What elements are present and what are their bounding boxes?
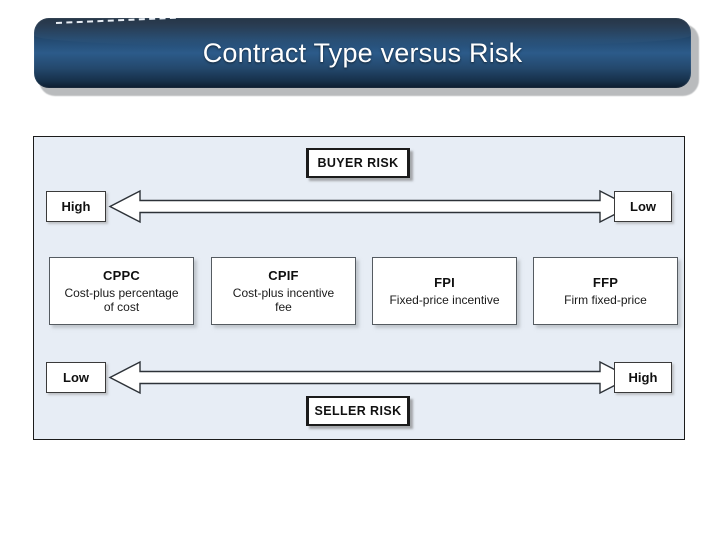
buyer-risk-badge: BUYER RISK bbox=[306, 148, 410, 178]
contract-type-code: CPPC bbox=[103, 267, 140, 283]
bottom-axis-right-label: High bbox=[614, 362, 672, 393]
buyer-risk-double-arrow bbox=[108, 189, 632, 224]
contract-type-desc-line2: of cost bbox=[103, 300, 140, 314]
buyer-risk-label: BUYER RISK bbox=[317, 156, 399, 170]
slide-title-banner: Contract Type versus Risk bbox=[34, 18, 699, 96]
seller-risk-badge: SELLER RISK bbox=[306, 396, 410, 426]
seller-risk-badge-inner: SELLER RISK bbox=[309, 398, 407, 424]
contract-type-desc-line1: Cost-plus percentage bbox=[64, 285, 179, 300]
contract-type-box-fpi[interactable]: FPI Fixed-price incentive bbox=[372, 257, 517, 325]
top-axis-left-label-text: High bbox=[61, 199, 91, 214]
contract-type-box-cpif[interactable]: CPIF Cost-plus incentive fee bbox=[211, 257, 356, 325]
page-title: Contract Type versus Risk bbox=[202, 37, 523, 68]
contract-type-code: FFP bbox=[592, 274, 619, 290]
contract-type-box-cppc[interactable]: CPPC Cost-plus percentage of cost bbox=[49, 257, 194, 325]
buyer-risk-badge-inner: BUYER RISK bbox=[309, 150, 407, 176]
contract-risk-diagram-panel: BUYER RISK High Low CPPC Cost-plus perce… bbox=[33, 136, 685, 440]
contract-type-desc-line1: Fixed-price incentive bbox=[389, 292, 500, 307]
contract-type-code: FPI bbox=[434, 274, 455, 290]
bottom-axis-right-label-text: High bbox=[628, 370, 658, 385]
bottom-axis-left-label-text: Low bbox=[63, 370, 89, 385]
bottom-axis-left-label: Low bbox=[46, 362, 106, 393]
contract-type-desc-line2: fee bbox=[275, 300, 292, 314]
contract-type-box-ffp[interactable]: FFP Firm fixed-price bbox=[533, 257, 678, 325]
seller-risk-label: SELLER RISK bbox=[314, 404, 402, 418]
contract-type-desc-line1: Firm fixed-price bbox=[564, 292, 647, 307]
contract-type-code: CPIF bbox=[268, 267, 299, 283]
contract-type-desc-line1: Cost-plus incentive bbox=[232, 285, 335, 300]
top-axis-left-label: High bbox=[46, 191, 106, 222]
seller-risk-double-arrow bbox=[108, 360, 632, 395]
top-axis-right-label-text: Low bbox=[630, 199, 656, 214]
top-axis-right-label: Low bbox=[614, 191, 672, 222]
